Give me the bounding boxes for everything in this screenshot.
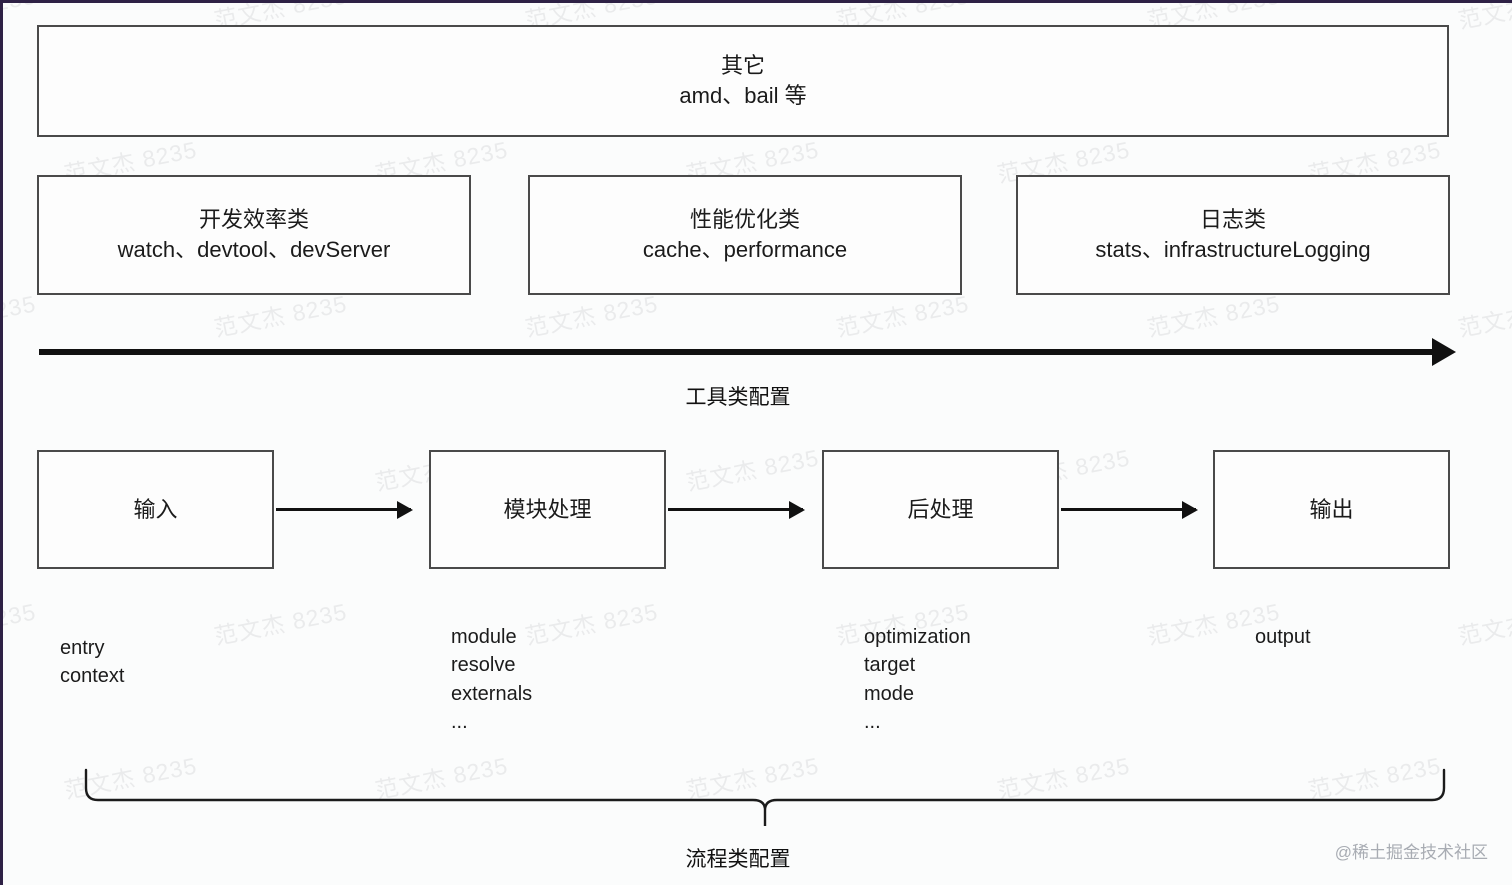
stage-label: 输入: [133, 496, 178, 522]
category-heading: 其它: [720, 53, 765, 79]
option-item: mode: [864, 682, 915, 705]
flow-arrow-icon-input-to-module: [276, 508, 411, 511]
category-detail: watch、devtool、devServer: [117, 237, 391, 262]
stage-options-module-processing: module resolve externals ...: [451, 623, 532, 737]
watermark-text: 范文杰 8235: [0, 290, 39, 341]
category-box-other: 其它 amd、bail 等: [37, 25, 1449, 137]
stage-options-input: entry context: [60, 634, 124, 691]
stage-label: 模块处理: [503, 496, 592, 522]
tool-config-arrow-icon: [39, 349, 1434, 355]
process-config-brace-icon: [84, 768, 1446, 826]
watermark-text: 范文杰 8235: [212, 598, 350, 650]
option-item: externals: [451, 682, 533, 705]
option-item: module: [451, 626, 517, 648]
stage-options-output: output: [1255, 623, 1311, 651]
watermark-text: 范文杰 8235: [1456, 598, 1512, 650]
option-item: optimization: [864, 626, 971, 648]
option-item: resolve: [451, 654, 516, 677]
stage-box-post-processing: 后处理: [822, 450, 1059, 569]
category-detail: cache、performance: [642, 237, 848, 262]
stage-options-post-processing: optimization target mode ...: [864, 623, 971, 737]
category-heading: 日志类: [1199, 207, 1266, 233]
option-item: context: [60, 665, 125, 688]
stage-box-module-processing: 模块处理: [429, 450, 666, 569]
category-box-performance: 性能优化类 cache、performance: [528, 175, 962, 295]
watermark-text: 范文杰 8235: [523, 598, 661, 650]
tool-config-label: 工具类配置: [685, 386, 791, 409]
category-box-logging: 日志类 stats、infrastructureLogging: [1016, 175, 1450, 295]
watermark-text: 范文杰 8235: [1456, 290, 1512, 342]
option-item: output: [1255, 626, 1311, 648]
option-item: entry: [60, 637, 105, 659]
category-detail: stats、infrastructureLogging: [1095, 237, 1371, 262]
option-item: ...: [451, 711, 468, 734]
category-heading: 开发效率类: [198, 207, 309, 233]
option-item: ...: [864, 711, 881, 734]
flow-arrow-icon-post-to-output: [1061, 508, 1196, 511]
stage-label: 输出: [1309, 496, 1354, 522]
watermark-text: 范文杰 8235: [1456, 0, 1512, 34]
watermark-text: 范文杰 8235: [0, 598, 39, 649]
stage-label: 后处理: [907, 496, 974, 522]
site-watermark: @稀土掘金技术社区: [1334, 843, 1488, 862]
category-box-dev-efficiency: 开发效率类 watch、devtool、devServer: [37, 175, 471, 295]
process-config-label: 流程类配置: [685, 848, 791, 871]
option-item: target: [864, 654, 916, 677]
stage-box-input: 输入: [37, 450, 274, 569]
watermark-text: 范文杰 8235: [684, 444, 822, 496]
category-heading: 性能优化类: [689, 207, 800, 233]
stage-box-output: 输出: [1213, 450, 1450, 569]
category-detail: amd、bail 等: [679, 83, 807, 108]
flow-arrow-icon-module-to-post: [668, 508, 803, 511]
watermark-text: 范文杰 8235: [0, 0, 39, 34]
